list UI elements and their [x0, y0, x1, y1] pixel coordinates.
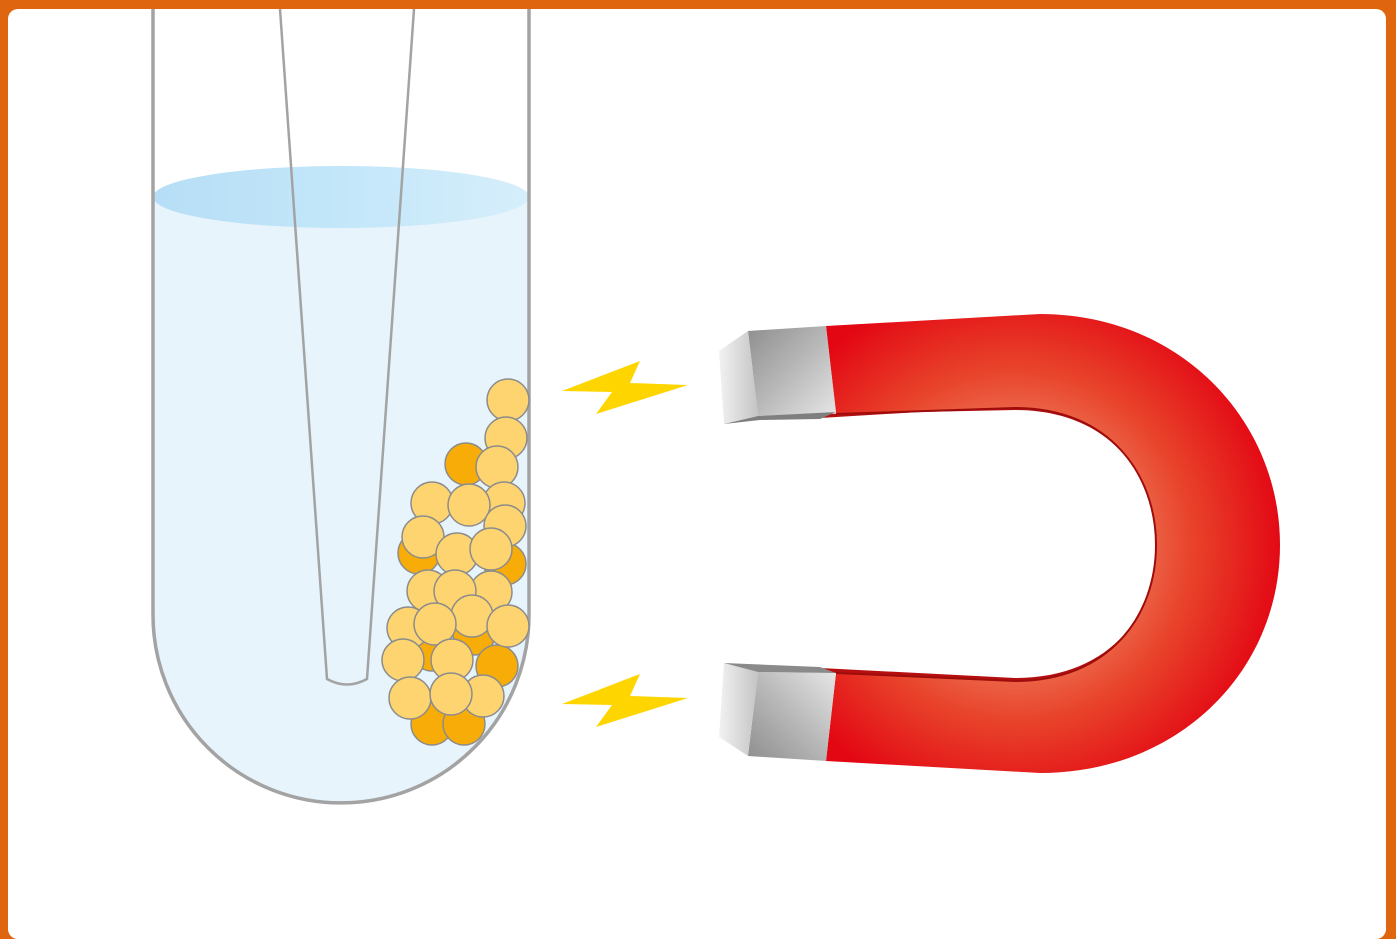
- illustration-canvas: [8, 9, 1386, 939]
- horseshoe-magnet: [719, 314, 1280, 773]
- bead: [430, 673, 472, 715]
- bead: [476, 446, 518, 488]
- magnet-inner-edge: [836, 408, 1156, 681]
- magnet-pole-bottom: [719, 663, 836, 761]
- liquid-surface: [153, 166, 529, 228]
- magnetic-separation-diagram: [8, 9, 1386, 929]
- bead: [487, 605, 529, 647]
- bead: [389, 677, 431, 719]
- magnet-body: [826, 314, 1280, 773]
- spark-bottom-icon: [562, 674, 688, 727]
- bead: [470, 528, 512, 570]
- bead: [487, 379, 529, 421]
- bead: [382, 639, 424, 681]
- bead: [451, 595, 493, 637]
- bead: [448, 484, 490, 526]
- spark-top-icon: [562, 361, 688, 414]
- magnet-pole-top: [719, 326, 836, 424]
